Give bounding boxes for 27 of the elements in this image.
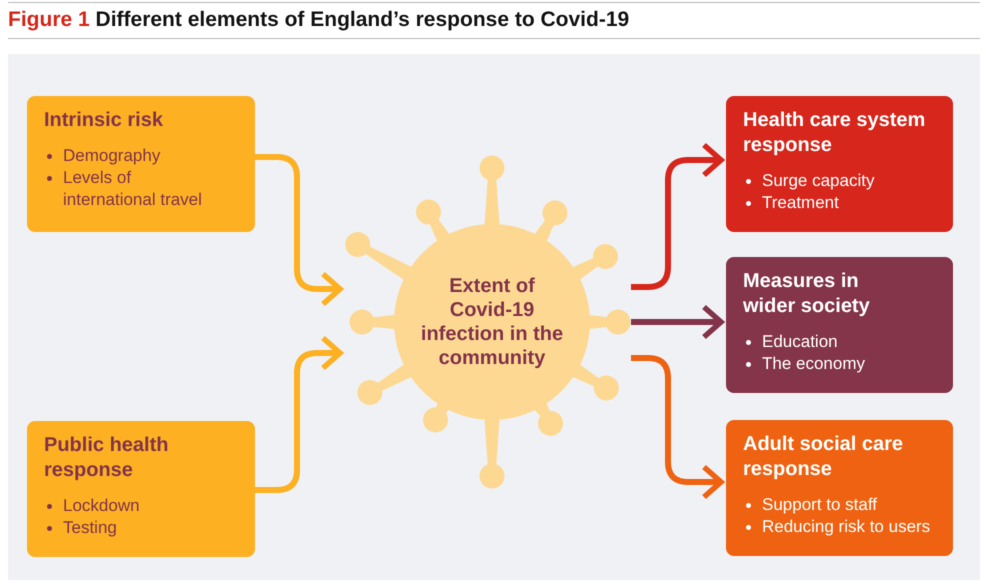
bullet-item: Testing	[44, 517, 140, 539]
bullet-item: Treatment	[743, 192, 874, 214]
bullet-item: Levels of international travel	[44, 167, 216, 211]
category-card	[726, 420, 953, 556]
bullet-item: Education	[743, 331, 865, 353]
card-heading: Public health response	[44, 433, 170, 483]
category-card	[726, 257, 953, 393]
card-heading: Intrinsic risk	[44, 108, 163, 133]
bullet-item: Lockdown	[44, 495, 140, 517]
category-card	[27, 96, 255, 232]
figure-title: Figure 1 Different elements of England’s response to Covid-19	[8, 7, 630, 33]
category-card	[726, 96, 953, 232]
bullet-item: Support to staff	[743, 494, 930, 516]
category-card	[27, 421, 255, 557]
center-label: Extent of Covid-19 infection in the community	[420, 274, 564, 370]
card-heading: Health care system response	[743, 108, 926, 158]
connector-arrow	[255, 335, 343, 493]
bullet-item: Surge capacity	[743, 170, 874, 192]
connector-arrow	[631, 142, 724, 290]
bullet-item: Reducing risk to users	[743, 516, 930, 538]
card-heading: Adult social care response	[743, 432, 904, 482]
connector-arrow	[631, 304, 724, 340]
card-heading: Measures in wider society	[743, 269, 871, 319]
bullet-item: Demography	[44, 145, 216, 167]
connector-arrow	[255, 154, 343, 307]
bullet-item: The economy	[743, 353, 865, 375]
connector-arrow	[631, 355, 724, 500]
